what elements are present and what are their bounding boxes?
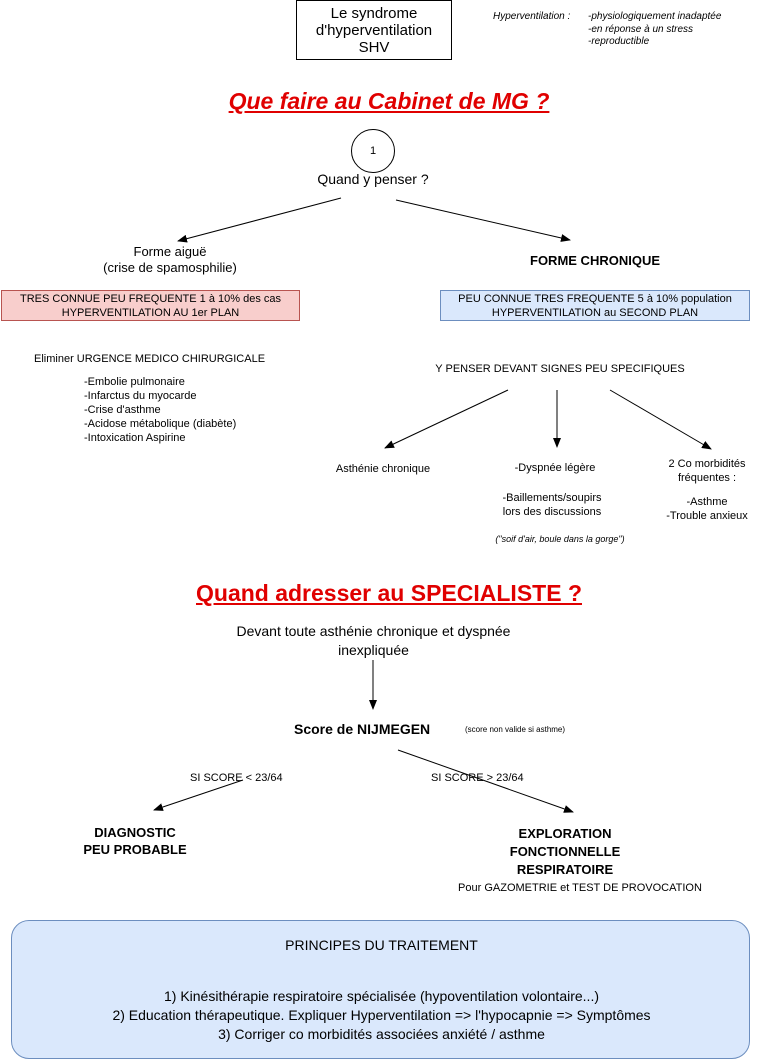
comorbidities: 2 Co morbidités fréquentes : -Asthme -Tr…	[652, 457, 762, 523]
low-result: DIAGNOSTIC PEU PROBABLE	[40, 824, 230, 858]
sign-asthenia: Asthénie chronique	[335, 463, 431, 475]
arrow-to-asthenia	[384, 389, 509, 449]
comorbidities-line: 2 Co morbidités	[668, 458, 746, 470]
chronic-box-line: PEU CONNUE TRES FREQUENTE 5 à 10% popula…	[458, 292, 732, 305]
sign-yawning-line: -Baillements/soupirs	[502, 492, 602, 504]
treatment-item: 3) Corriger co morbidités associées anxi…	[218, 1026, 545, 1042]
hyperventilation-label: Hyperventilation :	[493, 11, 571, 22]
chronic-box-line: HYPERVENTILATION au SECOND PLAN	[491, 306, 699, 319]
title-box: Le syndrome d'hyperventilation SHV	[296, 0, 452, 60]
title-line: d'hyperventilation	[315, 21, 433, 39]
air-hunger-note: ("soif d'air, boule dans la gorge")	[495, 534, 625, 544]
high-result-line: FONCTIONNELLE	[509, 844, 621, 859]
score-high-label: SI SCORE > 23/64	[431, 772, 524, 784]
urgency-item: -Intoxication Aspirine	[84, 432, 186, 444]
high-result-line: RESPIRATOIRE	[516, 862, 614, 877]
referral-trigger-line: Devant toute asthénie chronique et dyspn…	[236, 623, 511, 639]
acute-form-title: Forme aiguë	[133, 244, 207, 259]
nijmegen-score-title: Score de NIJMEGEN	[294, 721, 431, 737]
urgency-item: -Acidose métabolique (diabète)	[84, 418, 237, 430]
question-when: Quand y penser ?	[317, 171, 429, 187]
heading-cabinet: Que faire au Cabinet de MG ?	[228, 88, 550, 114]
low-result-line: DIAGNOSTIC	[94, 825, 176, 840]
acute-form-subtitle: (crise de spamosphilie)	[103, 260, 237, 275]
nijmegen-score-note: (score non valide si asthme)	[465, 725, 566, 734]
acute-box-line: HYPERVENTILATION AU 1er PLAN	[61, 306, 240, 319]
arrow-to-high-result	[397, 749, 574, 813]
step-circle: 1	[351, 129, 395, 173]
comorbidities-line: -Trouble anxieux	[666, 510, 748, 522]
high-result-note: Pour GAZOMETRIE et TEST DE PROVOCATION	[458, 882, 702, 894]
treatment-item: 1) Kinésithérapie respiratoire spécialis…	[163, 988, 599, 1004]
criterion: -en réponse à un stress	[588, 23, 694, 35]
acute-form: Forme aiguë (crise de spamosphilie)	[70, 244, 270, 276]
arrow-to-acute	[177, 197, 342, 243]
criterion: -physiologiquement inadaptée	[588, 11, 722, 22]
criterion: -reproductible	[588, 36, 650, 47]
urgency-list: -Embolie pulmonaire -Infarctus du myocar…	[84, 375, 236, 445]
urgency-item: -Embolie pulmonaire	[84, 376, 185, 388]
comorbidities-line: fréquentes :	[677, 472, 737, 484]
hyperventilation-criteria: -physiologiquement inadaptée -en réponse…	[588, 11, 721, 49]
arrow-to-chronic	[395, 199, 571, 242]
urgency-item: -Infarctus du myocarde	[84, 390, 197, 402]
arrow-to-low-result	[153, 779, 244, 811]
chronic-form-title: FORME CHRONIQUE	[530, 253, 660, 268]
referral-trigger-line: inexpliquée	[338, 642, 409, 658]
comorbidities-line	[652, 485, 762, 495]
arrow-to-comorbidities	[609, 389, 712, 450]
comorbidities-line: -Asthme	[686, 496, 728, 508]
title-line: Le syndrome	[330, 4, 418, 22]
treatment-box: PRINCIPES DU TRAITEMENT 1) Kinésithérapi…	[11, 920, 750, 1059]
eliminate-urgency: Eliminer URGENCE MEDICO CHIRURGICALE	[34, 353, 266, 365]
referral-trigger: Devant toute asthénie chronique et dyspn…	[190, 622, 557, 660]
acute-box: TRES CONNUE PEU FREQUENTE 1 à 10% des ca…	[1, 290, 300, 321]
heading-specialist: Quand adresser au SPECIALISTE ?	[196, 580, 582, 606]
sign-dyspnea: -Dyspnée légère	[514, 462, 596, 474]
high-result: EXPLORATION FONCTIONNELLE RESPIRATOIRE	[495, 825, 635, 879]
high-result-line: EXPLORATION	[518, 826, 612, 841]
sign-yawning: -Baillements/soupirs lors des discussion…	[482, 491, 622, 519]
score-low-label: SI SCORE < 23/64	[190, 772, 283, 784]
step-number: 1	[369, 145, 377, 157]
low-result-line: PEU PROBABLE	[83, 842, 187, 857]
signs-title: Y PENSER DEVANT SIGNES PEU SPECIFIQUES	[435, 363, 685, 375]
urgency-item: -Crise d'asthme	[84, 404, 161, 416]
treatment-title: PRINCIPES DU TRAITEMENT	[285, 937, 478, 953]
chronic-box: PEU CONNUE TRES FREQUENTE 5 à 10% popula…	[440, 290, 750, 321]
acute-box-line: TRES CONNUE PEU FREQUENTE 1 à 10% des ca…	[19, 292, 281, 305]
treatment-list: 1) Kinésithérapie respiratoire spécialis…	[12, 987, 751, 1044]
treatment-item: 2) Education thérapeutique. Expliquer Hy…	[112, 1007, 651, 1023]
title-line: SHV	[358, 38, 390, 56]
sign-yawning-line: lors des discussions	[502, 506, 602, 518]
